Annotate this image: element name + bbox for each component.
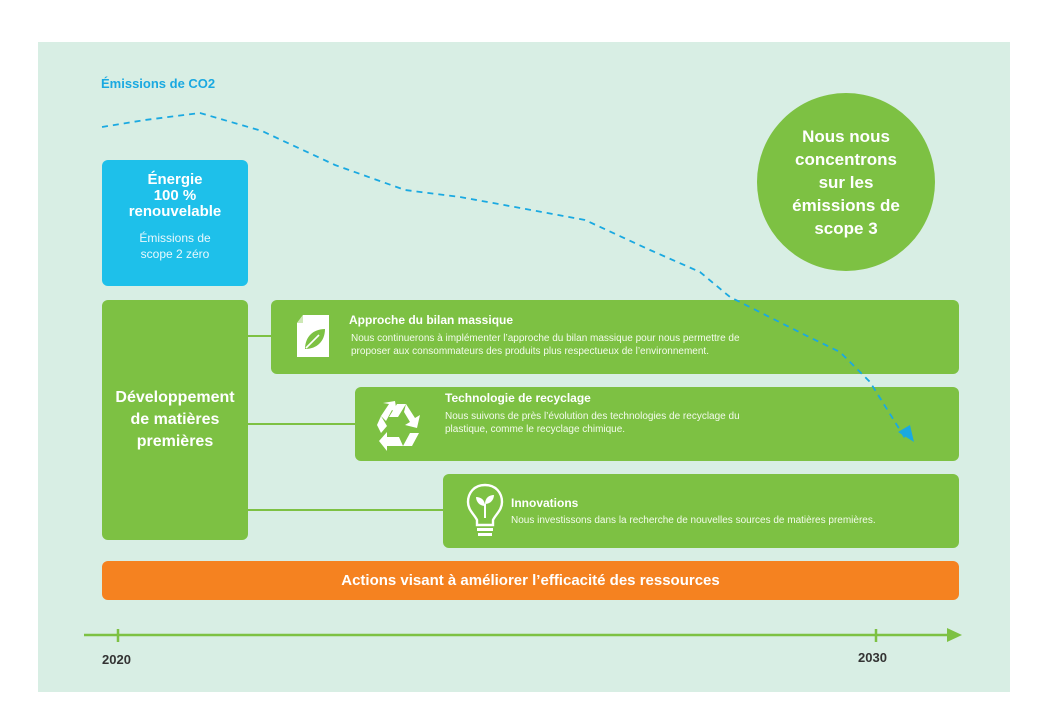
development-line3: premières: [136, 433, 214, 450]
timeline-arrowhead: [947, 628, 962, 642]
energy-title-line3: renouvelable: [128, 203, 222, 220]
scope3-focus-circle: Nous nous concentrons sur les émissions …: [757, 93, 935, 271]
timeline-end-year: 2030: [858, 650, 887, 665]
raw-material-development-box: Développement de matières premières: [102, 300, 248, 540]
co2-emissions-trend-line: [101, 112, 906, 439]
development-line2: de matières: [130, 411, 220, 428]
innovations-description: Nous investissons dans la recherche de n…: [511, 515, 876, 526]
recycling-description: Nous suivons de près l’évolution des tec…: [445, 410, 740, 436]
co2-emissions-label: Émissions de CO2: [101, 76, 216, 91]
energy-subtitle: Émissions de scope 2 zéro: [102, 230, 248, 262]
innovations-title: Innovations: [511, 496, 579, 510]
renewable-energy-box: Énergie 100 % renouvelable Émissions de …: [102, 160, 248, 286]
scope3-line4: émissions de: [792, 195, 900, 215]
scope3-line3: sur les: [818, 172, 874, 192]
recycle-icon: [377, 401, 420, 451]
mass-balance-desc-line1: Nous continuerons à implémenter l’approc…: [351, 333, 740, 344]
mass-balance-description: Nous continuerons à implémenter l’approc…: [351, 332, 740, 358]
mass-balance-title: Approche du bilan massique: [349, 313, 514, 327]
energy-sub-line2: scope 2 zéro: [140, 247, 210, 261]
co2-trend-arrowhead: [898, 425, 914, 442]
scope3-line5: scope 3: [814, 218, 878, 238]
resource-efficiency-bar: Actions visant à améliorer l’efficacité …: [102, 561, 959, 600]
mass-balance-desc-line2: proposer aux consommateurs des produits …: [351, 346, 709, 357]
timeline-start-year: 2020: [102, 652, 131, 667]
energy-title-line2: 100 %: [153, 187, 197, 204]
recycling-desc-line1: Nous suivons de près l’évolution des tec…: [445, 411, 740, 422]
energy-sub-line1: Émissions de: [139, 231, 211, 245]
scope3-line2: concentrons: [794, 149, 898, 169]
recycling-technology-bar: Technologie de recyclage Nous suivons de…: [355, 387, 959, 461]
recycling-desc-line2: plastique, comme le recyclage chimique.: [445, 424, 626, 435]
lightbulb-leaf-icon: [466, 483, 504, 536]
mass-balance-bar: Approche du bilan massique Nous continue…: [271, 300, 959, 374]
scope3-line1: Nous nous: [802, 126, 890, 146]
innovations-bar: Innovations Nous investissons dans la re…: [443, 474, 959, 548]
development-line1: Développement: [115, 389, 235, 406]
energy-title-line1: Énergie: [147, 171, 203, 188]
recycling-title: Technologie de recyclage: [445, 391, 591, 405]
document-leaf-icon: [297, 315, 329, 357]
